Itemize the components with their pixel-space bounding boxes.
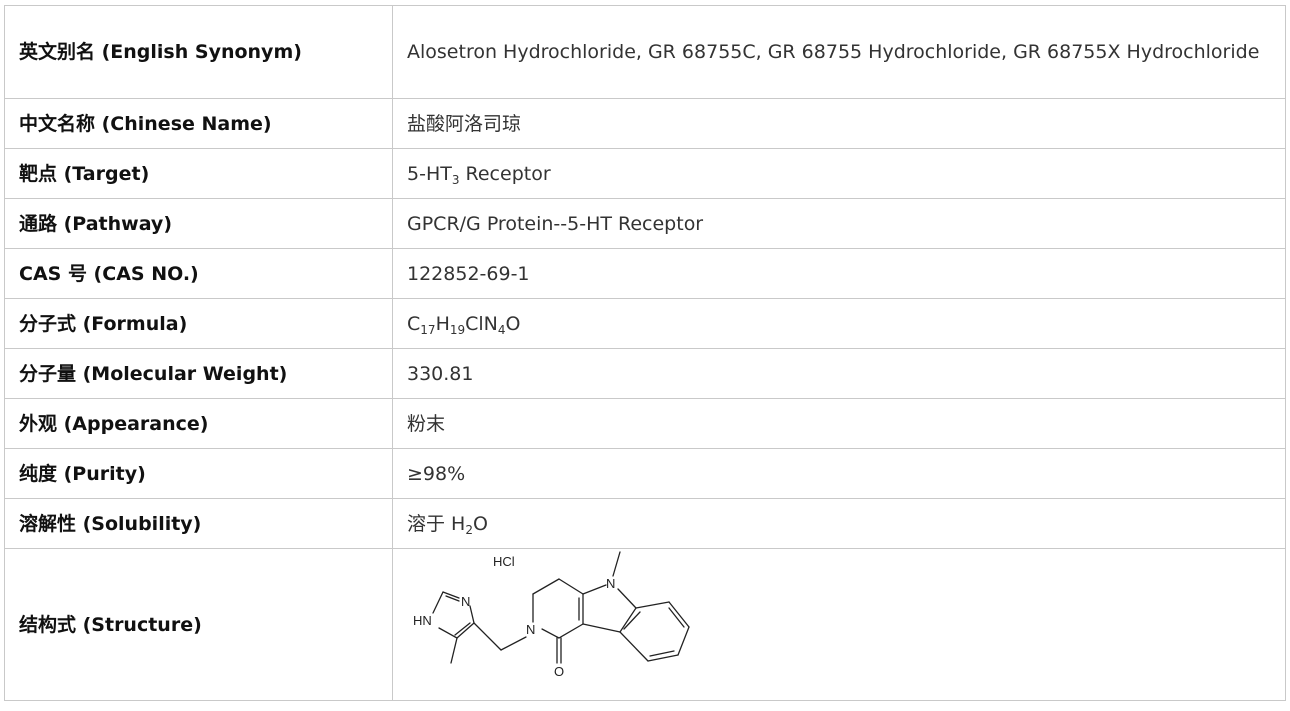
formula-c: C: [407, 312, 421, 335]
row-formula: 分子式 (Formula) C17H19ClN4O: [4, 298, 1286, 349]
value-molecular-weight: 330.81: [392, 348, 1286, 399]
value-pathway: GPCR/G Protein--5-HT Receptor: [392, 198, 1286, 249]
atom-n-imidazole: N: [461, 594, 470, 609]
bond-pyr-1: [582, 583, 607, 595]
label-english-synonym: 英文别名 (English Synonym): [4, 5, 393, 99]
solubility-subscript: 2: [465, 522, 473, 537]
atom-o: O: [554, 664, 564, 679]
structure-diagram: HCl HN N N N O: [413, 550, 690, 679]
row-english-synonym: 英文别名 (English Synonym) Alosetron Hydroch…: [4, 5, 1286, 99]
row-target: 靶点 (Target) 5-HT3 Receptor: [4, 148, 1286, 199]
bond-benz-4: [647, 653, 679, 662]
bond-benz-1: [635, 600, 670, 609]
atom-hcl: HCl: [493, 554, 515, 569]
value-formula: C17H19ClN4O: [392, 298, 1286, 349]
value-chinese-name: 盐酸阿洛司琼: [392, 98, 1286, 149]
row-pathway: 通路 (Pathway) GPCR/G Protein--5-HT Recept…: [4, 198, 1286, 249]
bond-benz-5: [619, 630, 649, 662]
bond-benz-in-1: [668, 606, 685, 628]
label-purity: 纯度 (Purity): [4, 448, 393, 499]
row-chinese-name: 中文名称 (Chinese Name) 盐酸阿洛司琼: [4, 98, 1286, 149]
row-purity: 纯度 (Purity) ≥98%: [4, 448, 1286, 499]
solubility-suffix: O: [472, 512, 488, 535]
value-purity: ≥98%: [392, 448, 1286, 499]
solubility-prefix: 溶于 H: [407, 512, 466, 535]
bond-benz-in-2: [649, 649, 675, 657]
formula-h-count: 19: [449, 322, 466, 337]
target-prefix: 5-HT: [407, 162, 452, 185]
value-cas: 122852-69-1: [392, 248, 1286, 299]
bond-methyl-imid: [450, 636, 458, 664]
label-target: 靶点 (Target): [4, 148, 393, 199]
atom-n-piperidinone: N: [526, 622, 535, 637]
bond-pyr-3: [619, 606, 637, 633]
atom-hn: HN: [413, 613, 432, 628]
value-appearance: 粉末: [392, 398, 1286, 449]
value-structure: HCl HN N N N O: [392, 548, 1286, 701]
product-spec-table: 英文别名 (English Synonym) Alosetron Hydroch…: [4, 5, 1286, 701]
bond-pyr-4: [582, 622, 621, 633]
bond-imid-7: [438, 626, 458, 639]
bond-imid-6: [454, 621, 471, 636]
bond-benz-in-3: [623, 610, 641, 630]
atom-n-indole: N: [606, 576, 615, 591]
bond-imid-1: [432, 590, 444, 614]
formula-c-count: 17: [420, 322, 436, 337]
value-solubility: 溶于 H2O: [392, 498, 1286, 549]
bond-pip-6: [541, 627, 560, 639]
formula-h: H: [435, 312, 450, 335]
label-molecular-weight: 分子量 (Molecular Weight): [4, 348, 393, 399]
bond-pip-2: [532, 577, 560, 595]
formula-cln: ClN: [465, 312, 498, 335]
bond-linker-2: [500, 635, 527, 651]
formula-n-count: 4: [497, 322, 506, 337]
bond-pip-3: [558, 577, 584, 595]
row-appearance: 外观 (Appearance) 粉末: [4, 398, 1286, 449]
row-molecular-weight: 分子量 (Molecular Weight) 330.81: [4, 348, 1286, 399]
label-solubility: 溶解性 (Solubility): [4, 498, 393, 549]
label-appearance: 外观 (Appearance): [4, 398, 393, 449]
label-formula: 分子式 (Formula): [4, 298, 393, 349]
bond-n-methyl: [612, 550, 621, 577]
value-target: 5-HT3 Receptor: [392, 148, 1286, 199]
target-suffix: Receptor: [459, 162, 551, 185]
row-structure: 结构式 (Structure): [4, 548, 1286, 701]
label-structure: 结构式 (Structure): [4, 548, 393, 701]
target-subscript: 3: [451, 172, 460, 187]
label-pathway: 通路 (Pathway): [4, 198, 393, 249]
bond-pyr-2: [617, 587, 637, 609]
value-english-synonym: Alosetron Hydrochloride, GR 68755C, GR 6…: [392, 5, 1286, 99]
bond-imid-3: [445, 594, 460, 602]
bond-benz-3: [677, 625, 690, 656]
bond-pip-5: [558, 622, 584, 639]
label-cas: CAS 号 (CAS NO.): [4, 248, 393, 299]
row-cas: CAS 号 (CAS NO.) 122852-69-1: [4, 248, 1286, 299]
label-chinese-name: 中文名称 (Chinese Name): [4, 98, 393, 149]
bond-linker-1: [473, 621, 502, 651]
bond-imid-5: [456, 621, 475, 639]
bond-benz-2: [668, 600, 690, 628]
bond-imid-2: [442, 590, 460, 599]
formula-o: O: [505, 312, 521, 335]
row-solubility: 溶解性 (Solubility) 溶于 H2O: [4, 498, 1286, 549]
bond-imid-4: [469, 604, 475, 624]
